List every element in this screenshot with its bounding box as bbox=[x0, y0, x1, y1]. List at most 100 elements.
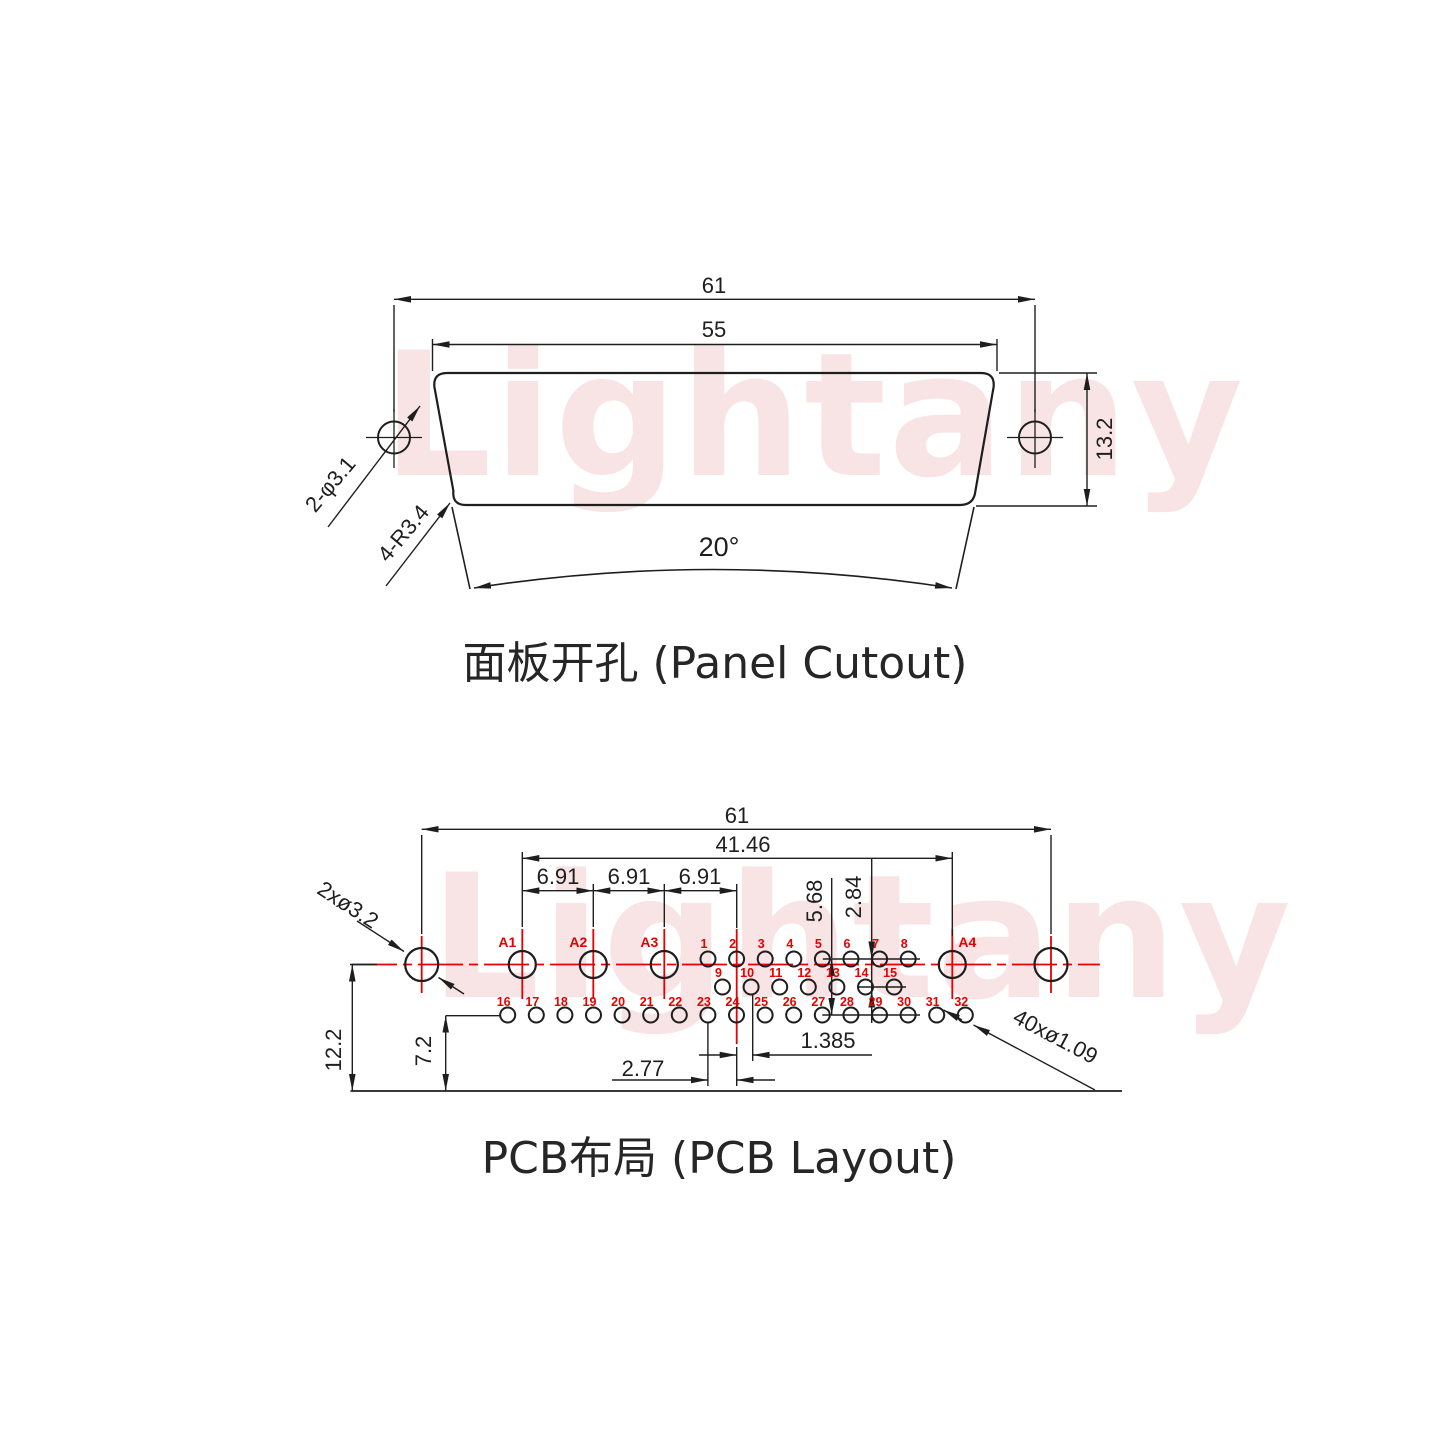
signal-pin-label: 10 bbox=[740, 966, 754, 980]
signal-pin bbox=[756, 950, 774, 968]
signal-pin bbox=[771, 978, 789, 996]
panel-title: 面板开孔 (Panel Cutout) bbox=[463, 638, 968, 689]
signal-pin-label: 18 bbox=[554, 995, 568, 1009]
pcb-dim-6-91-text-2: 6.91 bbox=[608, 864, 651, 889]
signal-pin-label: 7 bbox=[872, 937, 879, 951]
pcb-mount-hole-left bbox=[404, 946, 440, 983]
signal-pin bbox=[527, 1006, 545, 1024]
signal-pin-label: 9 bbox=[715, 966, 722, 980]
signal-pin-label: 30 bbox=[897, 995, 911, 1009]
panel-dim-13-2 bbox=[976, 372, 1097, 507]
signal-pin bbox=[956, 1006, 974, 1024]
pcb-dim-12-2-text: 12.2 bbox=[321, 1029, 346, 1072]
pcb-dim-41-46-text: 41.46 bbox=[715, 832, 770, 857]
signal-pin-label: 3 bbox=[758, 937, 765, 951]
signal-pin bbox=[714, 978, 731, 996]
signal-pin bbox=[756, 1006, 774, 1024]
signal-pin-label: 26 bbox=[783, 995, 797, 1009]
pcb-dim-61 bbox=[421, 825, 1052, 934]
coax-pin-label: A1 bbox=[498, 934, 516, 950]
signal-pin bbox=[499, 1006, 517, 1024]
coax-pin bbox=[937, 949, 967, 980]
pcb-mount-holes-label: 2xø3.2 bbox=[313, 876, 383, 934]
pcb-dim-6-91-text-3: 6.91 bbox=[679, 864, 722, 889]
signal-pin-label: 17 bbox=[525, 995, 539, 1009]
signal-pin-label: 15 bbox=[883, 966, 897, 980]
panel-cutout-drawing bbox=[327, 295, 1097, 590]
pcb-dim-5-68-text: 5.68 bbox=[802, 880, 827, 923]
signal-pin-label: 5 bbox=[815, 937, 822, 951]
pcb-leader-mount-holes bbox=[356, 920, 465, 995]
signal-pin bbox=[642, 1006, 660, 1024]
signal-pin-label: 13 bbox=[826, 966, 840, 980]
coax-pin bbox=[578, 949, 608, 980]
signal-pin-label: 16 bbox=[497, 995, 511, 1009]
coax-pin bbox=[649, 949, 679, 980]
pcb-dim-1-385-text: 1.385 bbox=[800, 1028, 855, 1053]
signal-pin bbox=[799, 978, 817, 996]
pcb-dim-61-text: 61 bbox=[725, 803, 749, 828]
pcb-signal-holes-label: 40xø1.09 bbox=[1009, 1004, 1102, 1069]
signal-pin bbox=[742, 978, 760, 996]
watermark-text-bottom: Lightany bbox=[430, 837, 1293, 1038]
coax-pin-label: A2 bbox=[569, 934, 587, 950]
signal-pin-label: 24 bbox=[726, 995, 740, 1009]
signal-pin-label: 32 bbox=[954, 995, 968, 1009]
signal-pin-label: 6 bbox=[844, 937, 851, 951]
pcb-title: PCB布局 (PCB Layout) bbox=[482, 1133, 957, 1184]
pcb-layout-drawing: A1A2A3A412345678910111213141516171819202… bbox=[348, 825, 1122, 1092]
panel-corner-label: 4-R3.4 bbox=[372, 500, 434, 567]
pcb-dim-1-385 bbox=[699, 995, 872, 1061]
pcb-dim-6-91-text-1: 6.91 bbox=[537, 864, 580, 889]
signal-pin-label: 28 bbox=[840, 995, 854, 1009]
signal-pin-label: 25 bbox=[754, 995, 768, 1009]
signal-pin bbox=[885, 978, 903, 996]
signal-pin-label: 11 bbox=[769, 966, 782, 980]
signal-pin bbox=[928, 1006, 946, 1024]
panel-dim-61 bbox=[393, 295, 1036, 412]
panel-dim-13-2-text: 13.2 bbox=[1092, 418, 1117, 461]
signal-pin bbox=[699, 1006, 717, 1024]
pcb-black-linework bbox=[348, 825, 1122, 1092]
signal-pin-label: 22 bbox=[668, 995, 682, 1009]
signal-pin-label: 19 bbox=[583, 995, 597, 1009]
panel-leader-corner bbox=[385, 502, 451, 587]
panel-dim-55-text: 55 bbox=[702, 317, 726, 342]
signal-pin-label: 1 bbox=[701, 937, 708, 951]
signal-pin bbox=[899, 950, 917, 968]
signal-pin bbox=[785, 1006, 803, 1024]
signal-pin-label: 21 bbox=[640, 995, 654, 1009]
signal-pin-label: 2 bbox=[729, 937, 736, 951]
coax-pin bbox=[507, 949, 537, 980]
signal-pin bbox=[842, 950, 860, 968]
signal-pin bbox=[556, 1006, 574, 1024]
panel-outline bbox=[433, 371, 995, 507]
signal-pin bbox=[828, 978, 846, 996]
signal-pin-label: 31 bbox=[926, 995, 940, 1009]
watermark-text-top: Lightany bbox=[382, 315, 1245, 516]
signal-pin bbox=[871, 1006, 888, 1024]
signal-pin bbox=[613, 1006, 631, 1024]
signal-pin bbox=[871, 950, 889, 968]
signal-pin bbox=[785, 950, 803, 968]
panel-angle-text: 20° bbox=[699, 532, 740, 562]
signal-pin bbox=[842, 1006, 860, 1024]
signal-pin-label: 4 bbox=[786, 937, 793, 951]
signal-pin bbox=[699, 950, 717, 968]
signal-pin-label: 14 bbox=[855, 966, 869, 980]
panel-dim-55 bbox=[431, 339, 998, 371]
signal-pin bbox=[728, 950, 746, 968]
panel-hole-crosshairs bbox=[366, 409, 1063, 468]
signal-pin bbox=[813, 950, 831, 968]
signal-pin-label: 8 bbox=[901, 937, 908, 951]
signal-pin-label: 29 bbox=[869, 995, 883, 1009]
signal-pin-label: 23 bbox=[697, 995, 711, 1009]
panel-leader-holes bbox=[327, 405, 421, 528]
pcb-mount-hole-right bbox=[1033, 946, 1069, 983]
signal-pin-label: 27 bbox=[811, 995, 825, 1009]
panel-dim-61-text: 61 bbox=[702, 273, 726, 298]
signal-pin bbox=[857, 978, 874, 996]
coax-pin-label: A3 bbox=[640, 934, 658, 950]
